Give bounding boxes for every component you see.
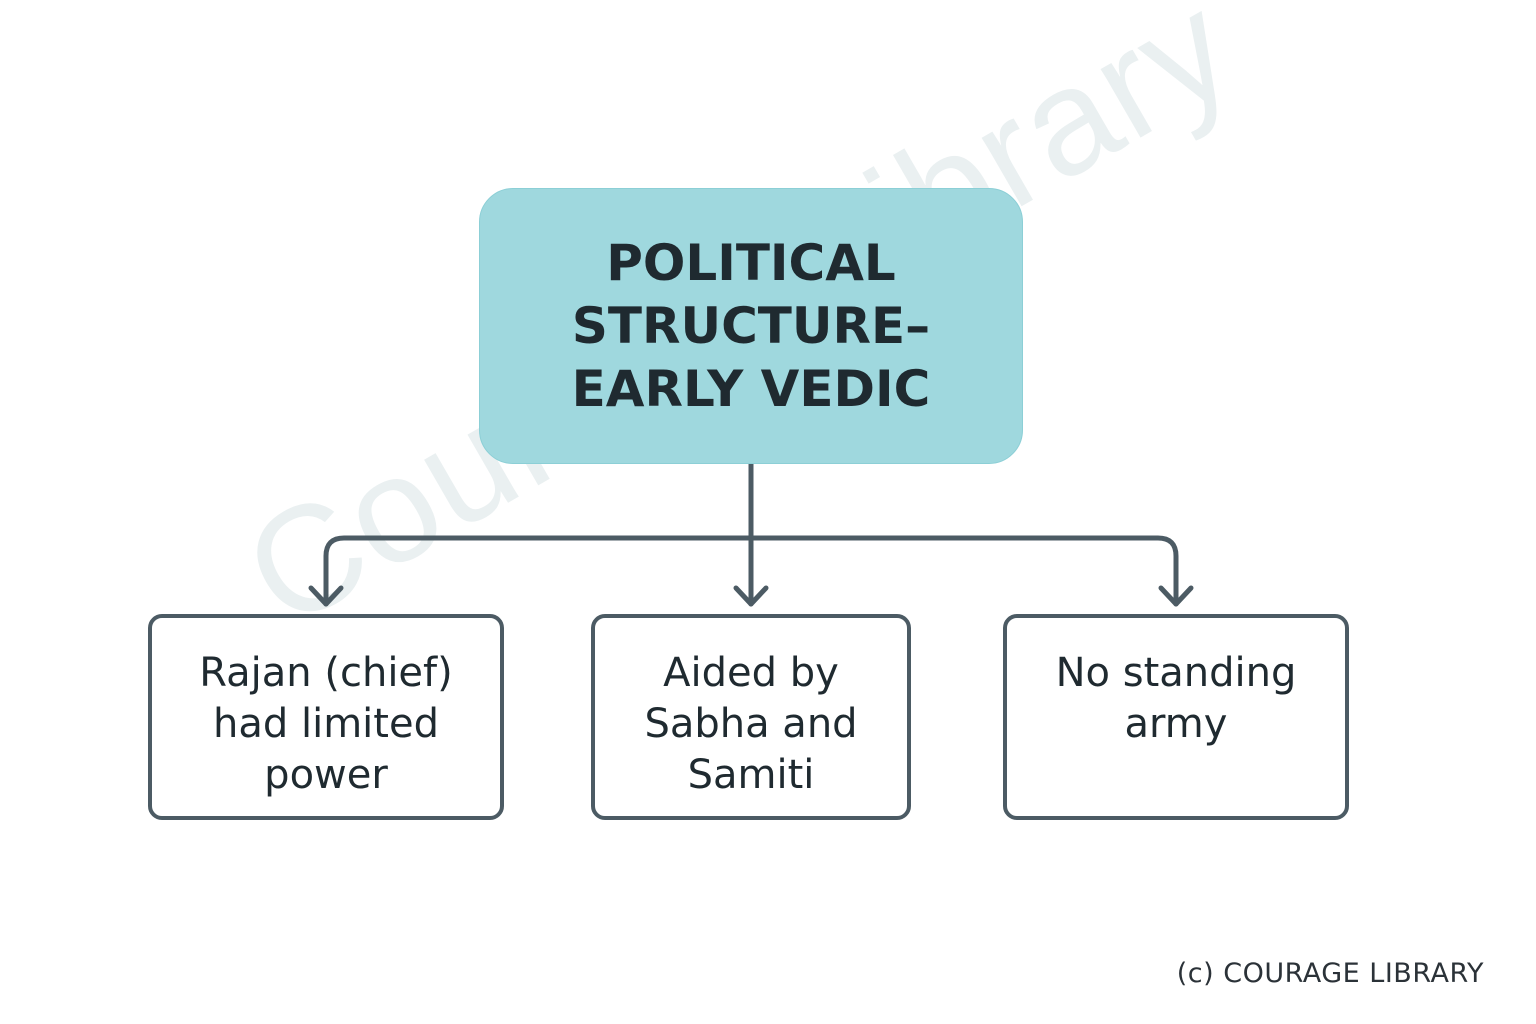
arrowhead-right-icon xyxy=(1158,585,1194,607)
root-title: POLITICAL STRUCTURE–EARLY VEDIC xyxy=(571,233,931,418)
copyright-label: (c) COURAGE LIBRARY xyxy=(1176,958,1484,989)
root-node: POLITICAL STRUCTURE–EARLY VEDIC xyxy=(479,188,1023,464)
child-node-rajan: Rajan (chief) had limited power xyxy=(148,614,504,820)
child-node-no-army: No standing army xyxy=(1003,614,1349,820)
child-text: No standing army xyxy=(1055,650,1297,747)
child-node-sabha-samiti: Aided by Sabha and Samiti xyxy=(591,614,911,820)
child-text: Rajan (chief) had limited power xyxy=(199,650,453,798)
arrowhead-left-icon xyxy=(308,585,344,607)
arrowhead-center-icon xyxy=(733,585,769,607)
child-text: Aided by Sabha and Samiti xyxy=(644,650,858,798)
branch-line xyxy=(323,535,1179,607)
